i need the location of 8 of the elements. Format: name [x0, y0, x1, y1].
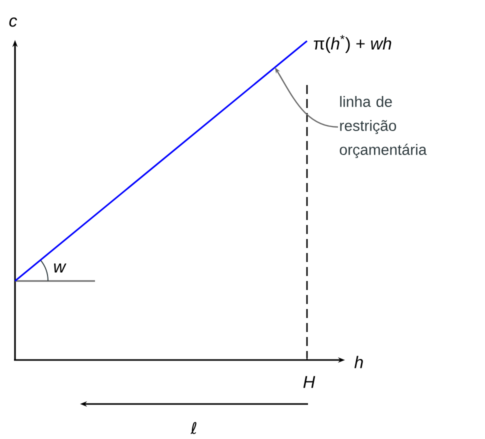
budget-line: [14, 40, 308, 282]
annotation-text: linha de restrição orçamentária: [340, 96, 427, 158]
angle-label: w: [54, 264, 66, 272]
line-label: π(h$^{*}$) + wh: [314, 35, 392, 53]
tick-label: H: [303, 376, 316, 388]
axis-label: c: [9, 18, 18, 27]
direction-label: ℓ: [190, 422, 196, 434]
axis-label: h: [354, 356, 363, 368]
